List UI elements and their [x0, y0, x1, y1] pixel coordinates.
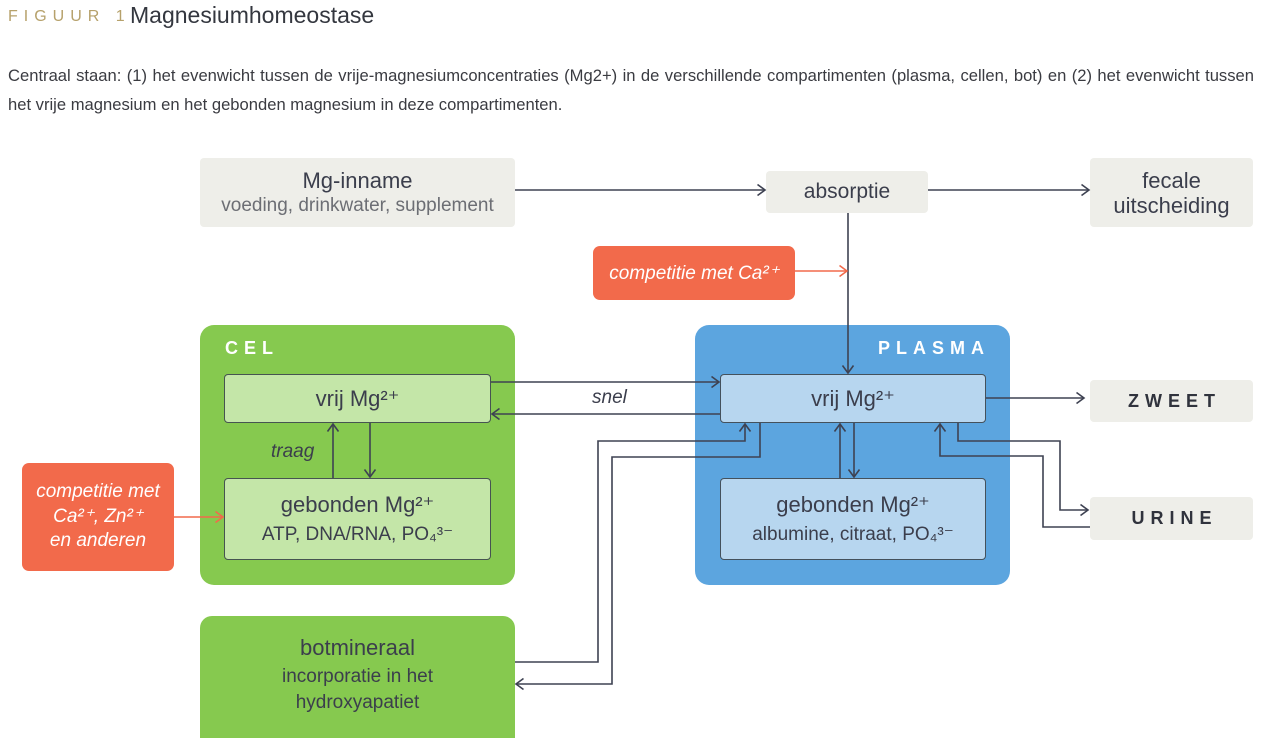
absorption-title: absorptie	[803, 180, 891, 203]
cell-free-mg-box: vrij Mg²⁺	[224, 374, 491, 423]
fecal-excretion-line-2: uitscheiding	[1113, 192, 1230, 218]
fecal-excretion-line-1: fecale	[1142, 167, 1201, 193]
plasma-free-mg-title: vrij Mg²⁺	[811, 385, 895, 411]
competition-cell-box: competitie met Ca²⁺, Zn²⁺ en anderen	[22, 463, 174, 571]
plasma-bound-mg-detail: albumine, citraat, PO₄³⁻	[752, 523, 954, 545]
edge-label-slow: traag	[271, 441, 315, 462]
sweat-label: ZWEET	[1128, 390, 1221, 411]
competition-calcium-box: competitie met Ca²⁺	[593, 246, 795, 300]
plasma-free-mg-box: vrij Mg²⁺	[720, 374, 986, 423]
figure-label: FIGUUR 1	[8, 8, 131, 25]
plasma-bound-mg-title: gebonden Mg²⁺	[776, 491, 930, 517]
urine-box: URINE	[1090, 497, 1253, 540]
competition-cell-line-1: competitie met	[36, 481, 160, 503]
fecal-excretion-box: fecale uitscheiding	[1090, 158, 1253, 227]
figure-title: Magnesiumhomeostase	[130, 2, 375, 28]
competition-calcium-text: competitie met Ca²⁺	[609, 262, 779, 284]
intake-box: Mg-inname voeding, drinkwater, supplemen…	[200, 158, 515, 227]
edge-label-fast: snel	[592, 387, 627, 408]
absorption-box: absorptie	[766, 171, 928, 213]
bone-mineral-title: botmineraal	[300, 635, 415, 660]
cell-bound-mg-box: gebonden Mg²⁺ ATP, DNA/RNA, PO₄³⁻	[224, 478, 491, 560]
bone-mineral-box: botmineraal incorporatie in het hydroxya…	[200, 616, 515, 738]
plasma-label: PLASMA	[878, 338, 990, 358]
intake-subtitle: voeding, drinkwater, supplement	[221, 194, 494, 216]
competition-cell-line-3: en anderen	[49, 530, 147, 552]
sweat-box: ZWEET	[1090, 380, 1253, 422]
figure-caption: Centraal staan: (1) het evenwicht tussen…	[8, 66, 1254, 114]
bone-mineral-detail-line-2: hydroxyapatiet	[295, 692, 420, 713]
bone-mineral-detail-line-1: incorporatie in het	[281, 666, 434, 687]
urine-label: URINE	[1131, 508, 1218, 528]
cell-bound-mg-detail: ATP, DNA/RNA, PO₄³⁻	[261, 523, 454, 545]
plasma-bound-mg-box: gebonden Mg²⁺ albumine, citraat, PO₄³⁻	[720, 478, 986, 560]
intake-title: Mg-inname	[302, 167, 413, 193]
cell-bound-mg-title: gebonden Mg²⁺	[280, 491, 435, 517]
competition-cell-line-2: Ca²⁺, Zn²⁺	[53, 505, 143, 527]
cell-free-mg-title: vrij Mg²⁺	[315, 385, 400, 411]
cell-label: CEL	[225, 338, 279, 358]
